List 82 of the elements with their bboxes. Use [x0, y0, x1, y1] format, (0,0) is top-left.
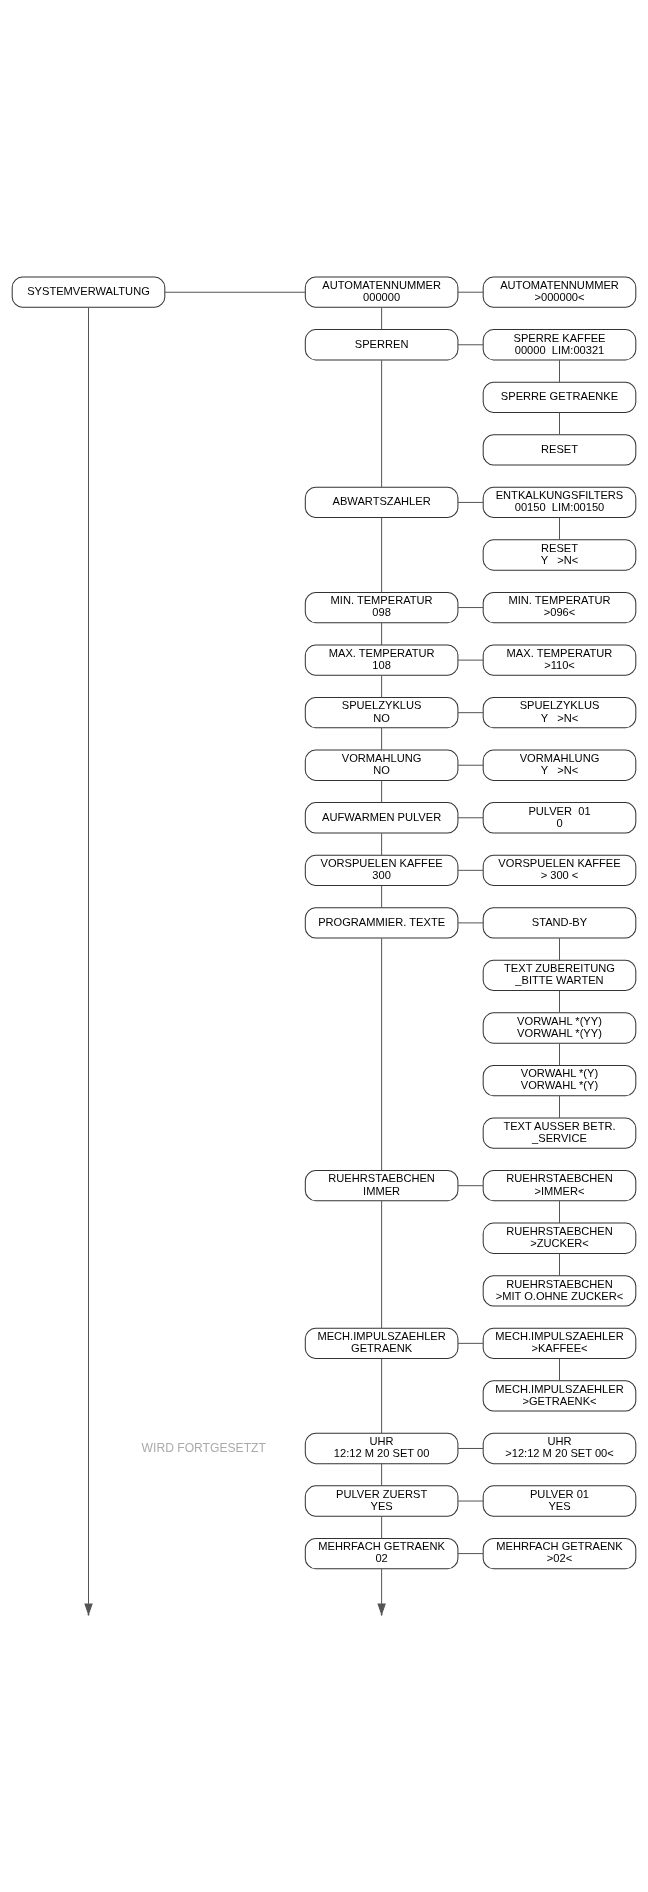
connector: [559, 937, 560, 961]
node-box: PULVER 01 YES: [482, 1485, 637, 1517]
node-box: MECH.IMPULSZAEHLER >KAFFEE<: [482, 1327, 637, 1360]
node-box: SPERREN: [304, 329, 459, 361]
node-box: MAX. TEMPERATUR >110<: [482, 644, 637, 676]
node-box: VORWAHL *(YY) VORWAHL *(YY): [482, 1012, 637, 1044]
connector: [381, 1200, 383, 1329]
node-box: PULVER ZUERST YES: [304, 1485, 459, 1517]
node-box: STAND-BY: [482, 907, 637, 939]
connector: [457, 817, 484, 819]
node-box: MIN. TEMPERATUR 098: [304, 591, 459, 624]
connector: [381, 674, 383, 698]
node-box: ENTKALKUNGSFILTERS 00150 LIM:00150: [482, 486, 637, 519]
connector: [457, 712, 484, 714]
connector: [559, 1253, 560, 1277]
node-box: MAX. TEMPERATUR 108: [304, 644, 459, 676]
connector: [559, 412, 560, 436]
connector: [381, 307, 383, 331]
node-box: VORWAHL *(Y) VORWAHL *(Y): [482, 1064, 637, 1097]
node-box: TEXT ZUBEREITUNG _BITTE WARTEN: [482, 959, 637, 992]
connector: [457, 1447, 484, 1449]
node-box: UHR 12:12 M 20 SET 00: [304, 1432, 459, 1465]
connector: [381, 1463, 383, 1487]
connector: [381, 727, 383, 751]
node-box: RESET: [482, 434, 637, 466]
connector: [457, 501, 484, 503]
connector: [559, 990, 560, 1014]
connector: [381, 1358, 383, 1434]
node-box: PULVER 01 0: [482, 802, 637, 834]
connector: [457, 1185, 484, 1187]
node-box: VORSPUELEN KAFFEE 300: [304, 854, 459, 886]
node-box: SYSTEMVERWALTUNG: [11, 276, 166, 308]
connector: [457, 1553, 484, 1555]
connector: [559, 359, 560, 383]
node-box: MEHRFACH GETRAENK 02: [304, 1537, 459, 1570]
node-box: ABWARTSZAHLER: [304, 486, 459, 519]
connector: [559, 1042, 560, 1066]
connector: [381, 937, 383, 1171]
node-box: SPERRE KAFFEE 00000 LIM:00321: [482, 329, 637, 361]
node-box: SPUELZYKLUS Y >N<: [482, 697, 637, 729]
connector: [457, 344, 484, 346]
node-box: RESET Y >N<: [482, 539, 637, 571]
node-box: RUEHRSTAEBCHEN >ZUCKER<: [482, 1222, 637, 1254]
connector: [381, 359, 383, 488]
connector: [559, 1200, 560, 1224]
connector: [457, 607, 484, 609]
node-box: AUTOMATENNUMMER 000000: [304, 276, 459, 308]
connector: [381, 517, 383, 593]
node-box: SPERRE GETRAENKE: [482, 381, 637, 413]
connector: [381, 1515, 383, 1539]
connector: [381, 885, 383, 909]
node-box: MECH.IMPULSZAEHLER >GETRAENK<: [482, 1380, 637, 1412]
node-box: AUFWARMEN PULVER: [304, 802, 459, 834]
node-box: MIN. TEMPERATUR >096<: [482, 591, 637, 624]
label: WIRD FORTGESETZT: [141, 1440, 266, 1455]
connector: [457, 1342, 484, 1344]
connector: [381, 780, 383, 804]
connector: [457, 659, 484, 661]
connector: [457, 291, 484, 293]
node-box: MECH.IMPULSZAEHLER GETRAENK: [304, 1327, 459, 1360]
node-box: RUEHRSTAEBCHEN >MIT O.OHNE ZUCKER<: [482, 1275, 637, 1307]
connector: [457, 1500, 484, 1502]
node-box: PROGRAMMIER. TEXTE: [304, 907, 459, 939]
node-box: VORSPUELEN KAFFEE > 300 <: [482, 854, 637, 886]
node-box: RUEHRSTAEBCHEN IMMER: [304, 1170, 459, 1202]
node-box: MEHRFACH GETRAENK >02<: [482, 1537, 637, 1570]
node-box: VORMAHLUNG NO: [304, 749, 459, 781]
connector: [164, 291, 306, 293]
connector: [457, 922, 484, 924]
node-box: AUTOMATENNUMMER >000000<: [482, 276, 637, 308]
connector: [559, 517, 560, 541]
node-box: VORMAHLUNG Y >N<: [482, 749, 637, 781]
connector: [559, 1358, 560, 1382]
connector: [559, 1095, 560, 1119]
node-box: TEXT AUSSER BETR. _SERVICE: [482, 1117, 637, 1149]
node-box: UHR >12:12 M 20 SET 00<: [482, 1432, 637, 1465]
connector: [457, 869, 484, 871]
node-box: RUEHRSTAEBCHEN >IMMER<: [482, 1170, 637, 1202]
connector: [457, 764, 484, 766]
node-box: SPUELZYKLUS NO: [304, 697, 459, 729]
connector: [381, 832, 383, 856]
connector: [381, 622, 383, 646]
